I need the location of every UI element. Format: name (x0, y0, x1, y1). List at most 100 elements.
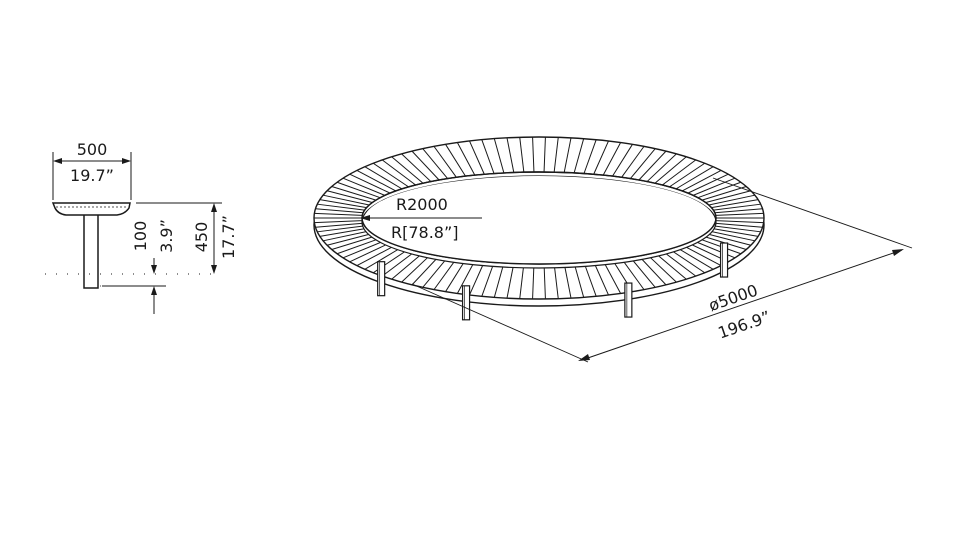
slat-line (621, 146, 645, 178)
circular-bench (313, 136, 765, 321)
slat-line (681, 244, 722, 267)
slat-line (326, 232, 373, 246)
arrow-top (211, 203, 217, 212)
diameter-in-label: 196.9” (716, 307, 773, 343)
slat-line (669, 248, 706, 274)
slat-line (336, 237, 381, 255)
slat-line (669, 162, 706, 188)
slat-line (331, 185, 377, 201)
slat-line (602, 260, 622, 294)
slat-line (323, 230, 370, 242)
arrow-depth-top (151, 265, 157, 274)
slat-line (349, 242, 391, 263)
slat-line (469, 261, 485, 296)
diameter-arrow-left (578, 354, 590, 361)
slat-line (401, 153, 432, 182)
slat-line (372, 162, 409, 188)
diameter-arrow-right (892, 249, 904, 256)
slat-line (638, 255, 667, 286)
slat-line (506, 263, 515, 299)
slat-line (493, 138, 505, 174)
slat-line (543, 263, 546, 299)
slat-line (708, 194, 755, 206)
slat-line (315, 208, 364, 214)
diameter-mm-label: ø5000 (706, 281, 760, 315)
arrow-left (53, 158, 62, 164)
slat-line (711, 227, 759, 237)
slat-line (532, 263, 535, 299)
slat-line (612, 144, 633, 177)
slat-line (621, 258, 645, 290)
slat-line (708, 230, 755, 242)
diameter-line (581, 249, 903, 361)
width-mm-label: 500 (77, 140, 108, 159)
slat-line (493, 262, 505, 298)
slat-line (319, 199, 367, 209)
slat-line (356, 244, 397, 267)
arrow-depth-bottom (151, 286, 157, 295)
slat-line (317, 203, 365, 211)
slat-line (456, 260, 476, 294)
slat-line (662, 250, 697, 277)
slat-line (675, 166, 714, 190)
slat-line (715, 212, 764, 216)
slat-line (391, 156, 424, 184)
diameter-ext-left (411, 283, 589, 363)
slat-line (583, 139, 597, 174)
height-mm-label: 450 (192, 222, 211, 253)
slat-line (543, 137, 546, 173)
slat-line (456, 142, 476, 176)
slat-line (713, 225, 761, 233)
slat-line (342, 240, 386, 259)
ring-center (364, 176, 714, 264)
slat-line (532, 137, 535, 173)
seat-top (51, 202, 131, 216)
slat-line (336, 181, 381, 199)
slat-line (326, 190, 373, 204)
arrow-right (122, 158, 131, 164)
slat-line (381, 250, 416, 277)
slat-line (602, 142, 622, 176)
slat-line (713, 203, 761, 211)
slat-line (701, 185, 747, 201)
slat-line (563, 137, 572, 173)
slats (314, 137, 764, 299)
slat-line (433, 146, 457, 178)
slat-line (630, 257, 656, 288)
slat-line (573, 262, 585, 298)
slat-line (593, 261, 609, 296)
radius-in-label: R[78.8”] (391, 223, 459, 242)
slat-line (401, 254, 432, 283)
slat-line (364, 246, 403, 270)
height-in-label: 17.7” (219, 215, 238, 259)
slat-line (317, 225, 365, 233)
bench-leg (461, 285, 471, 321)
slat-line (319, 227, 367, 237)
slat-line (692, 177, 736, 196)
slat-line (315, 222, 364, 228)
slat-line (331, 235, 377, 251)
slat-line (714, 208, 763, 214)
slat-line (445, 144, 466, 177)
bench-leg (719, 242, 729, 278)
slat-line (654, 156, 687, 184)
slat-line (506, 137, 515, 173)
slat-line (481, 262, 495, 297)
slat-line (573, 138, 585, 174)
post (83, 215, 99, 289)
slat-line (714, 222, 763, 228)
slat-line (469, 140, 485, 175)
depth-in-label: 3.9” (157, 219, 176, 253)
slat-line (445, 259, 466, 292)
slat-line (519, 137, 525, 173)
slat-line (364, 166, 403, 190)
bench-leg (624, 282, 633, 318)
slat-line (583, 262, 597, 297)
slat-line (705, 232, 752, 246)
slat-line (593, 140, 609, 175)
slat-line (422, 257, 448, 288)
slat-line (654, 252, 687, 280)
bench-cross-section: 500 19.7” 450 17.7” 100 3.9” (45, 140, 238, 314)
slat-line (411, 255, 440, 286)
slat-line (715, 220, 764, 224)
